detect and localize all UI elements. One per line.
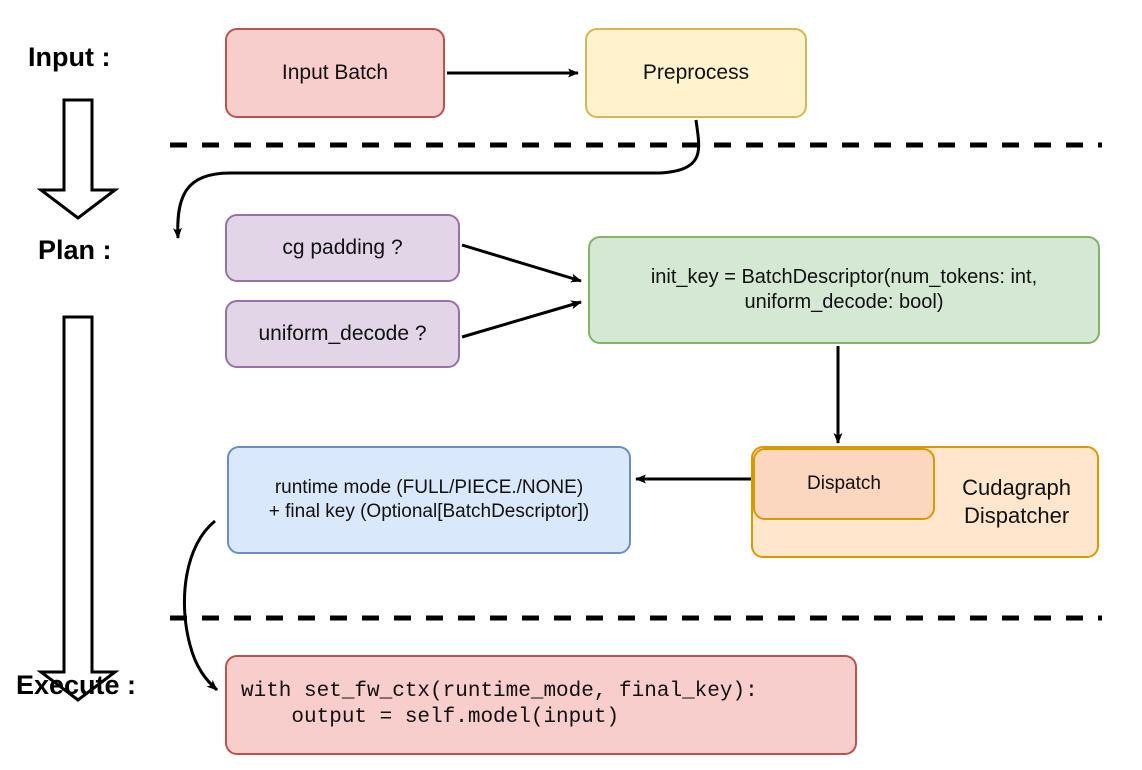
node-runtime-mode[interactable]: runtime mode (FULL/PIECE./NONE) + final … — [227, 446, 631, 554]
stage-label-execute: Execute : — [16, 670, 137, 700]
node-init-key[interactable]: init_key = BatchDescriptor(num_tokens: i… — [588, 236, 1100, 344]
node-execute-code[interactable]: with set_fw_ctx(runtime_mode, final_key)… — [225, 655, 857, 755]
node-preprocess[interactable]: Preprocess — [585, 28, 807, 118]
node-uniform-decode[interactable]: uniform_decode ? — [225, 300, 460, 368]
plan-to-execute-arrow — [36, 315, 120, 702]
node-dispatch[interactable]: Dispatch — [753, 448, 935, 520]
node-cg-padding[interactable]: cg padding ? — [225, 214, 460, 282]
cg-padding-to-init-key-connector — [461, 243, 582, 283]
node-input-batch[interactable]: Input Batch — [225, 28, 445, 118]
runtime-mode-to-execute-connector — [182, 519, 219, 692]
stage-label-input: Input : — [28, 42, 111, 72]
stage-label-plan: Plan : — [38, 235, 112, 265]
input-to-plan-arrow — [36, 98, 120, 220]
uniform-decode-to-init-key-connector — [461, 300, 582, 339]
